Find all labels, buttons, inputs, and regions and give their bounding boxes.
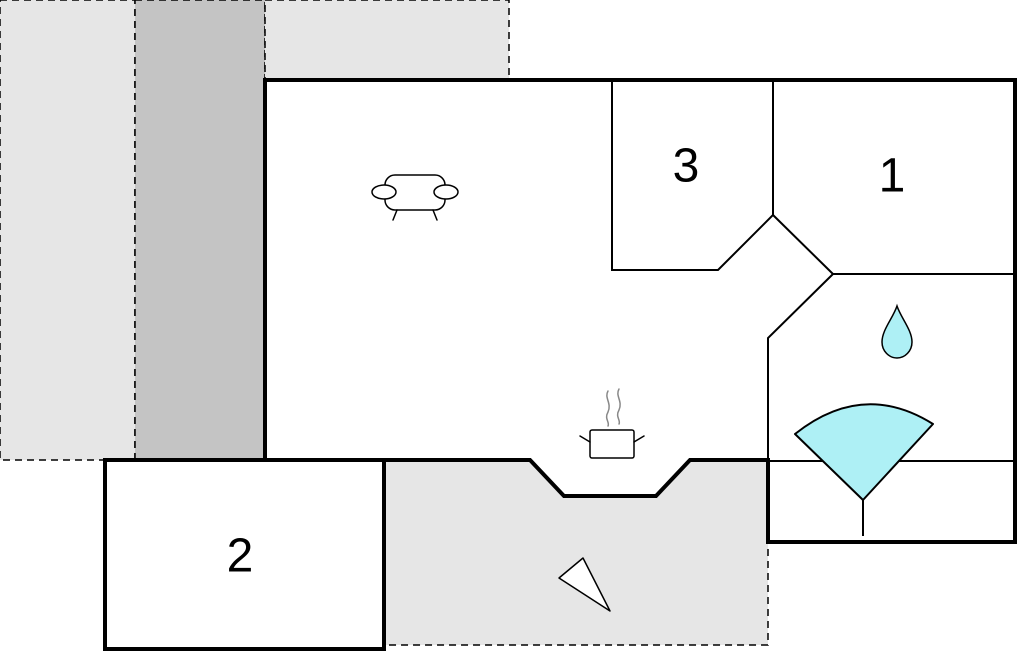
terrace-triangle-icon — [558, 557, 611, 612]
outdoor-area-strip — [134, 0, 266, 461]
bedroom-2-wall — [103, 458, 386, 651]
cooking-pot-icon — [579, 388, 645, 459]
main-outer-wall — [263, 78, 1017, 544]
room-number-2: 2 — [227, 530, 254, 583]
bedroom-3-wall — [611, 80, 774, 271]
exterior-walls — [103, 78, 1017, 651]
diagonal-wall — [772, 214, 834, 275]
bathroom-wall — [767, 273, 834, 542]
sofa-icon — [371, 174, 459, 221]
water-drop-icon — [881, 303, 913, 359]
shower-icon — [794, 403, 934, 536]
room-number-3: 3 — [673, 140, 700, 193]
outdoor-area-left — [0, 0, 136, 461]
outdoor-areas — [0, 0, 769, 646]
terrace-area — [383, 459, 769, 646]
room-number-1: 1 — [879, 150, 906, 203]
outdoor-area-top — [264, 0, 510, 81]
